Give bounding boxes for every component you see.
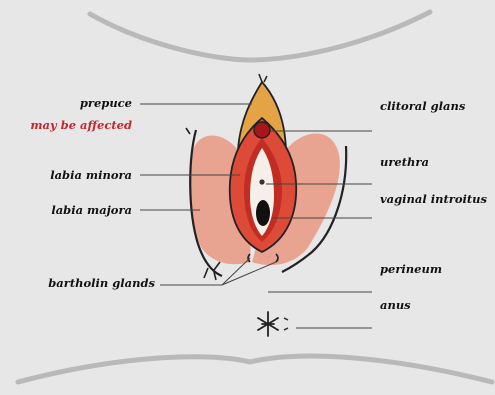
label-clitoral-glans: clitoral glans — [380, 99, 465, 113]
label-urethra: urethra — [380, 155, 429, 169]
body-contour-top — [90, 12, 430, 60]
label-labia-majora: labia majora — [51, 203, 132, 217]
prepuce-tip-strokes — [259, 74, 267, 82]
label-perineum: perineum — [380, 262, 442, 276]
anus-ticks — [284, 318, 288, 330]
body-contour-bottom — [18, 356, 492, 382]
label-bartholin-glands: bartholin glands — [48, 276, 155, 290]
label-labia-minora: labia minora — [50, 168, 132, 182]
label-prepuce: prepuce — [80, 96, 132, 110]
anus-shape — [258, 312, 278, 336]
urethra-opening — [259, 179, 264, 184]
label-prepuce-note: may be affected — [30, 118, 132, 132]
label-vaginal-introitus: vaginal introitus — [380, 192, 487, 206]
vaginal-introitus-opening — [256, 200, 270, 226]
label-anus: anus — [380, 298, 411, 312]
leader-bartholin-b — [222, 262, 276, 285]
clitoral-glans-shape — [254, 122, 270, 138]
